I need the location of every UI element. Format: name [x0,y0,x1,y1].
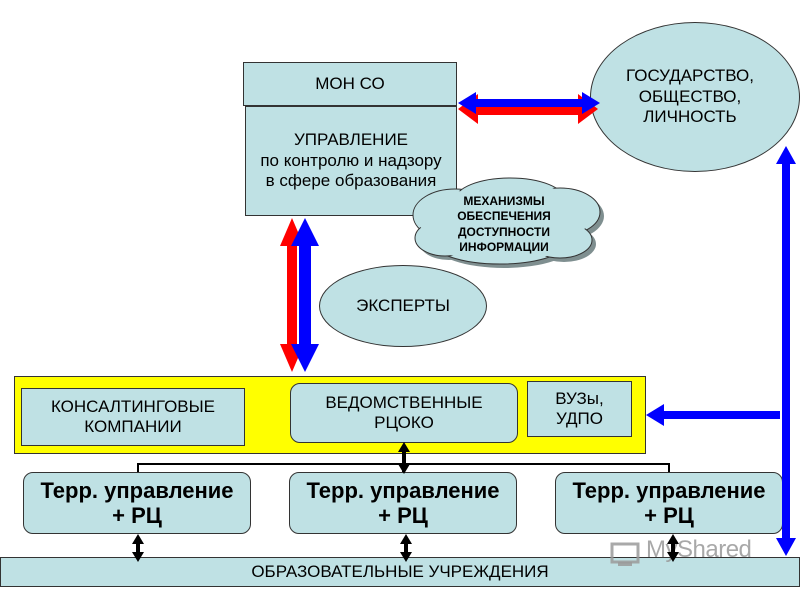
departmental-box: ВЕДОМСТВЕННЫЕ РЦОКО [290,383,518,443]
watermark-text: MyShared [646,536,752,563]
society-label: ГОСУДАРСТВО, ОБЩЕСТВО, ЛИЧНОСТЬ [625,66,755,127]
department-label: УПРАВЛЕНИЕ по контролю и надзору в сфере… [260,130,442,191]
right-vertical-arrow [776,146,796,556]
experts-label: ЭКСПЕРТЫ [356,295,450,315]
small-double-arrows [132,442,679,562]
ministry-band-arrow [280,218,319,372]
regional-box-2: Терр. управление + РЦ [289,472,517,534]
institutions-label: ОБРАЗОВАТЕЛЬНЫЕ УЧРЕЖДЕНИЯ [251,561,549,581]
ministry-box: МОН СО [243,62,457,106]
universities-box: ВУЗы, УДПО [527,381,632,437]
regional-box-1: Терр. управление + РЦ [23,472,251,534]
experts-ellipse: ЭКСПЕРТЫ [319,265,487,347]
department-box: УПРАВЛЕНИЕ по контролю и надзору в сфере… [245,106,457,216]
consulting-label: КОНСАЛТИНГОВЫЕ КОМПАНИИ [50,396,216,436]
regional-label-3: Терр. управление + РЦ [572,477,766,528]
regional-label-2: Терр. управление + РЦ [306,477,500,528]
regional-box-3: Терр. управление + РЦ [555,472,783,534]
cloud-label: МЕХАНИЗМЫ ОБЕСПЕЧЕНИЯ ДОСТУПНОСТИ ИНФОРМ… [457,194,551,255]
watermark-icon [610,542,640,566]
society-ellipse: ГОСУДАРСТВО, ОБЩЕСТВО, ЛИЧНОСТЬ [590,22,800,172]
regional-label-1: Терр. управление + РЦ [40,477,234,528]
ministry-label: МОН СО [315,73,385,93]
ministry-society-arrow [458,92,600,124]
institutions-bar: ОБРАЗОВАТЕЛЬНЫЕ УЧРЕЖДЕНИЯ [0,557,800,587]
to-universities-arrow [646,404,780,426]
universities-label: ВУЗы, УДПО [555,388,604,428]
consulting-box: КОНСАЛТИНГОВЫЕ КОМПАНИИ [21,388,245,446]
departmental-label: ВЕДОМСТВЕННЫЕ РЦОКО [325,392,483,432]
